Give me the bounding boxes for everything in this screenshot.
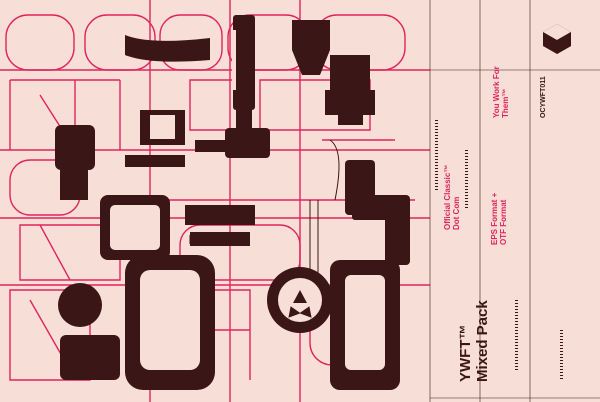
tagline-line-1: You Work For bbox=[492, 66, 501, 118]
microtype-block bbox=[465, 150, 468, 210]
catalog-code: OCYWFT011 bbox=[540, 76, 547, 118]
tagline-line-2: Them™ bbox=[501, 88, 510, 118]
camera-detail-lines bbox=[127, 60, 366, 280]
microtype-block bbox=[560, 330, 563, 380]
format-line-1: EPS Format + bbox=[490, 192, 499, 245]
info-panel-rules bbox=[429, 0, 600, 402]
cube-logo-icon bbox=[543, 24, 571, 54]
format-line-2: OTF Format bbox=[499, 199, 508, 245]
title-line-1: YWFT™ bbox=[457, 324, 474, 383]
microtype-block bbox=[435, 120, 438, 190]
official-classic-line-2: Dot Com bbox=[452, 196, 461, 230]
microtype-block bbox=[515, 300, 518, 370]
camera-part-cutouts bbox=[110, 30, 385, 370]
official-classic-line-1: Official Classic™ bbox=[443, 164, 452, 230]
title-line-2: Mixed Pack bbox=[474, 300, 491, 382]
recycle-icon bbox=[288, 290, 312, 318]
